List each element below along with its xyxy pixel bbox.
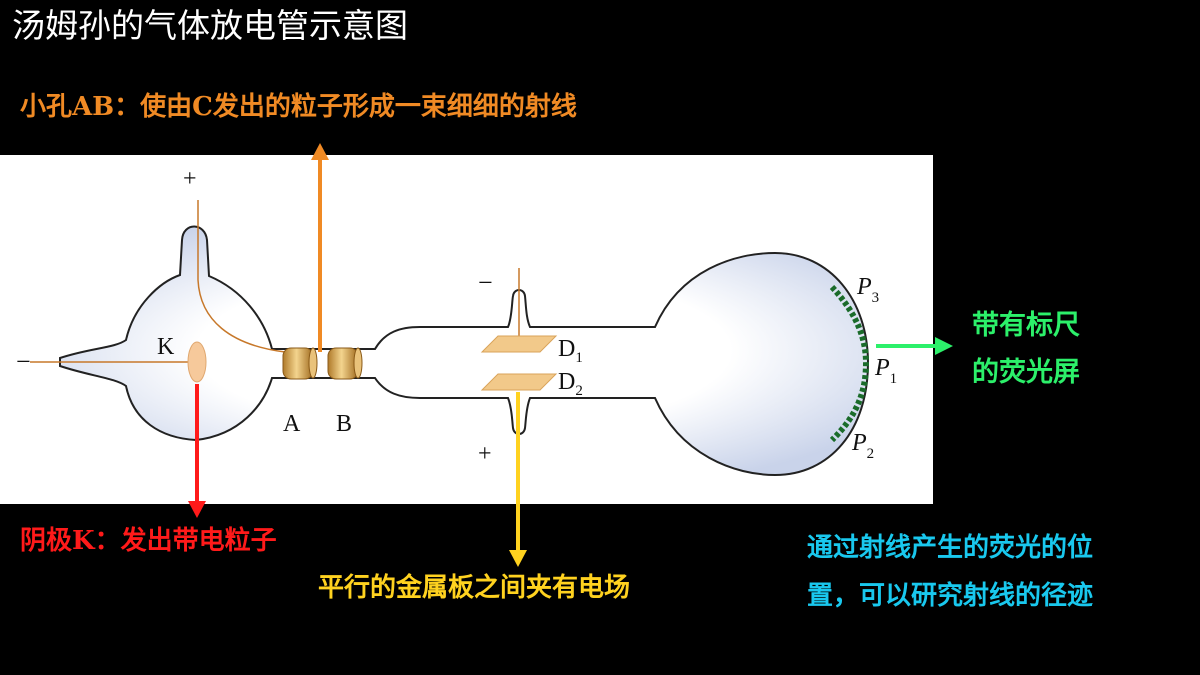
anode-wire	[197, 200, 286, 353]
svg-text:P1: P1	[874, 355, 897, 387]
plates-annotation: 平行的金属板之间夹有电场	[318, 573, 631, 603]
screen-annotation-line2: 的荧光屏	[972, 357, 1080, 388]
glass-tube	[59, 225, 870, 477]
plate-d2	[480, 373, 558, 391]
aperture-arrow	[311, 143, 329, 352]
plate-d2-label: D	[558, 369, 575, 395]
plate-d1-subscript: 1	[575, 350, 583, 366]
trace-annotation-line1: 通过射线产生的荧光的位	[807, 533, 1094, 563]
plates-arrow	[509, 392, 527, 567]
p1-label: P	[874, 355, 890, 381]
fluorescent-screen-scale	[829, 284, 870, 443]
p3-label: P	[856, 274, 872, 300]
cathode-label: K	[157, 334, 175, 360]
page-title: 汤姆孙的气体放电管示意图	[12, 6, 408, 45]
plate-d1-label: D	[558, 336, 575, 362]
svg-text:D2: D2	[558, 369, 583, 399]
screen-annotation-line1: 带有标尺	[972, 310, 1080, 341]
p2-label: P	[851, 430, 867, 456]
anode-a-label: A	[283, 411, 301, 437]
cathode-arrow	[188, 384, 206, 518]
svg-text:D1: D1	[558, 336, 583, 366]
anode-b	[327, 347, 359, 380]
svg-text:P3: P3	[856, 274, 879, 306]
p3-subscript: 3	[872, 290, 880, 306]
cathode-annotation: 阴极K：发出带电粒子	[20, 526, 277, 556]
screen-arrow	[876, 337, 953, 355]
plate-d2-subscript: 2	[575, 383, 583, 399]
plus-sign-plate: +	[478, 441, 492, 467]
anode-a	[282, 347, 314, 380]
cathode-electrode	[187, 341, 207, 383]
minus-sign-left: −	[16, 347, 31, 376]
p2-subscript: 2	[867, 446, 875, 462]
minus-sign-plate: −	[478, 268, 493, 297]
anode-b-label: B	[336, 411, 352, 437]
plate-d1	[480, 335, 558, 353]
svg-text:P2: P2	[851, 430, 874, 462]
trace-annotation-line2: 置，可以研究射线的径迹	[807, 581, 1094, 611]
p1-subscript: 1	[890, 371, 898, 387]
aperture-annotation: 小孔AB：使由C发出的粒子形成一束细细的射线	[20, 92, 577, 122]
plus-sign-top: +	[183, 166, 197, 192]
